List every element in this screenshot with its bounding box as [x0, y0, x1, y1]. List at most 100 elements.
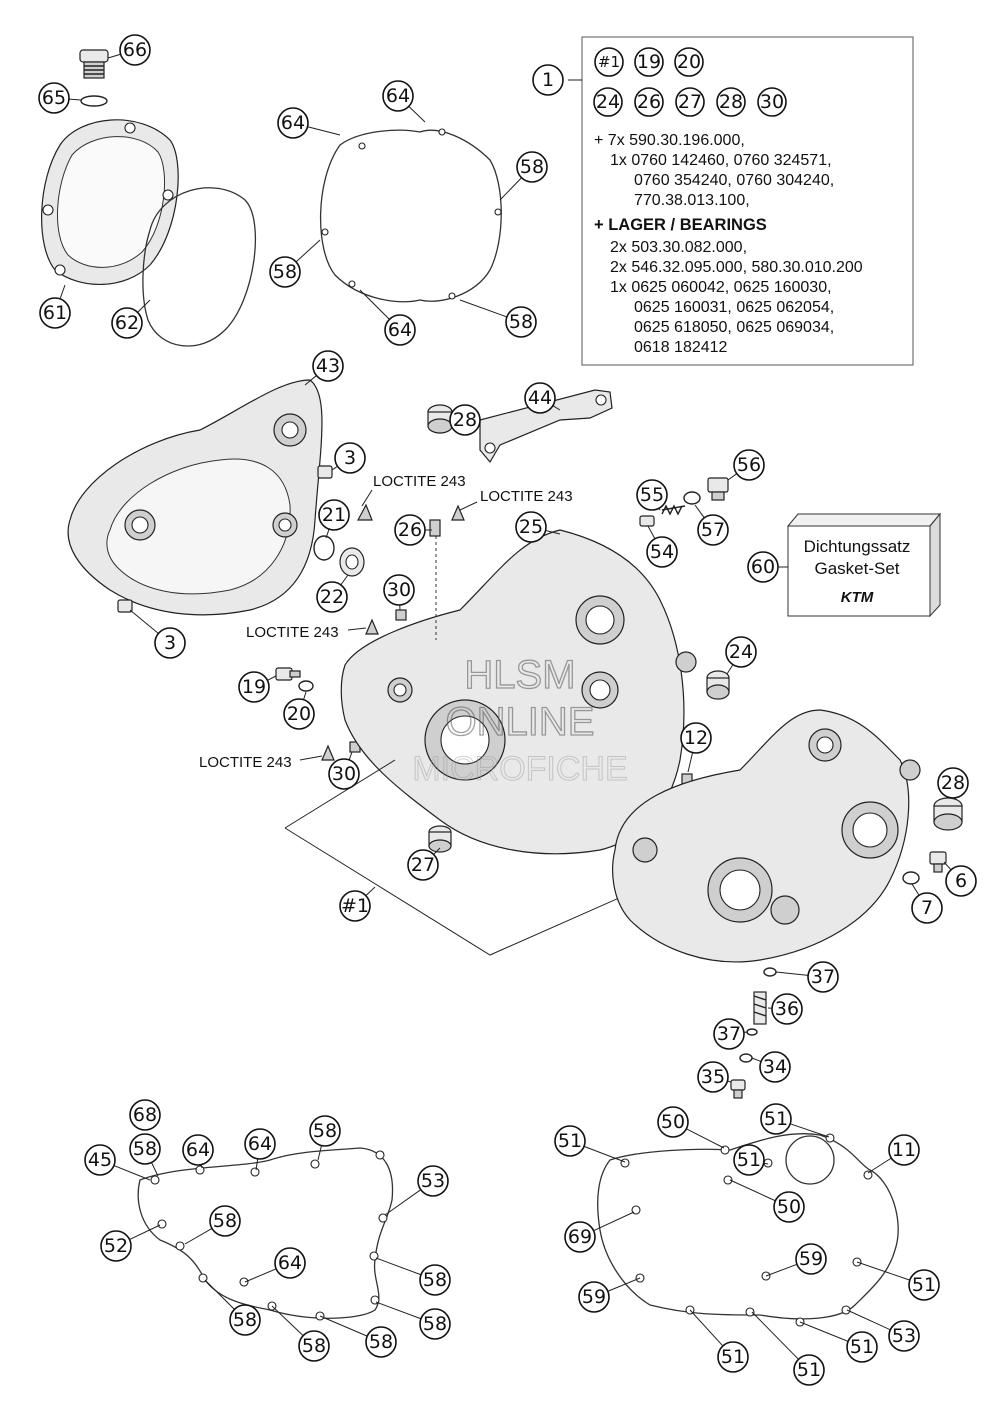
- callout-leader: [647, 525, 656, 540]
- callout-leader: [583, 1145, 626, 1163]
- callout-label: 22: [320, 586, 344, 608]
- info-box-ref-row-2: 24 26 27 28 30: [593, 87, 787, 117]
- callout-leader: [319, 1315, 368, 1337]
- info-line-4: 770.38.013.100,: [634, 192, 750, 209]
- callout-leader: [137, 299, 151, 313]
- washer-20: [298, 680, 314, 692]
- callout-label: 58: [313, 1120, 337, 1142]
- callout-52: 52: [100, 1224, 161, 1262]
- callout-label: 58: [520, 156, 544, 178]
- callout-circle: [309, 1115, 341, 1147]
- callout-label: 69: [568, 1226, 592, 1248]
- callout-label: 7: [921, 897, 933, 919]
- callout-circle: [365, 1326, 397, 1358]
- callout-label: 58: [133, 1138, 157, 1160]
- callout-circle: [578, 1281, 610, 1313]
- callout-circle: [129, 1133, 161, 1165]
- gasket-set-line-1: Dichtungssatz: [804, 537, 911, 556]
- info-line-10: 0625 618050, 0625 069034,: [634, 319, 834, 336]
- callout-label: 68: [133, 1104, 157, 1126]
- callout-circle: [312, 350, 344, 382]
- callout-circle: [717, 1341, 749, 1373]
- callout-34: 34: [751, 1051, 791, 1083]
- callout-label: 62: [115, 312, 139, 334]
- callout-leader: [375, 1301, 422, 1320]
- loctite-note-1-text: LOCTITE 243: [373, 473, 466, 490]
- callout-51: 51: [760, 1103, 830, 1138]
- callout-leader: [607, 1277, 641, 1292]
- ktm-logo: KTM: [841, 589, 874, 606]
- info-line-11: 0618 182412: [634, 339, 728, 356]
- callout-circle: [760, 1103, 792, 1135]
- callout-53: 53: [384, 1165, 449, 1216]
- callout-label: 53: [892, 1325, 916, 1347]
- callout-circle: [269, 256, 301, 288]
- watermark-line-3: MICROFICHE: [412, 750, 627, 788]
- watermark: HLSM ONLINE MICROFICHE: [412, 652, 628, 788]
- washer-57: [683, 491, 701, 505]
- callout-label: 51: [764, 1108, 788, 1130]
- callout-27: 27: [407, 847, 441, 881]
- callout-leader: [107, 53, 121, 59]
- crankcase-right-half: [612, 709, 921, 963]
- bushing-28a: [427, 404, 453, 434]
- loctite-note-2: LOCTITE 243: [459, 488, 573, 511]
- bushing-24: [706, 670, 730, 700]
- callout-leader: [499, 177, 522, 201]
- callout-circle: [807, 961, 839, 993]
- callout-53: 53: [846, 1309, 920, 1352]
- callout-58: 58: [184, 1205, 241, 1245]
- callout-leader: [911, 883, 920, 896]
- callout-61: 61: [39, 284, 71, 329]
- info-line-6: 2x 503.30.082.000,: [610, 239, 747, 256]
- callout-circle: [119, 34, 151, 66]
- callout-label: 50: [661, 1111, 685, 1133]
- callout-circle: [449, 404, 481, 436]
- outer-clutch-cover: [41, 119, 179, 286]
- callout-leader: [317, 1145, 322, 1161]
- callout-label: 3: [344, 447, 356, 469]
- plug-6: [929, 851, 947, 873]
- callout-label: 51: [912, 1274, 936, 1296]
- callout-69: 69: [564, 1211, 635, 1253]
- ref-19: 19: [637, 51, 661, 73]
- callout-64: 64: [359, 289, 416, 346]
- callout-58: 58: [271, 1305, 330, 1362]
- callout-circle: [277, 107, 309, 139]
- callout-leader: [867, 1157, 892, 1174]
- callout-leader: [765, 1263, 798, 1277]
- callout-leader: [729, 1179, 776, 1202]
- callout-leader: [340, 574, 349, 586]
- callout-circle: [244, 1128, 276, 1160]
- oil-pump-cover-22: [339, 547, 365, 577]
- gasket-set-box: Dichtungssatz Gasket-Set KTM: [786, 512, 942, 618]
- ref-30: 30: [760, 91, 784, 113]
- callout-label: 59: [582, 1286, 606, 1308]
- callout-label: 27: [411, 854, 435, 876]
- callout-leader: [129, 609, 159, 634]
- watermark-line-1: HLSM: [464, 653, 575, 697]
- washer-7: [902, 871, 920, 885]
- callout-label: 28: [941, 772, 965, 794]
- callout-label: 61: [43, 302, 67, 324]
- plug-56: [707, 477, 729, 501]
- callout-leader: [751, 1311, 799, 1360]
- callout-leader: [459, 299, 508, 318]
- callout-leader: [204, 1279, 235, 1310]
- callout-circle: [382, 80, 414, 112]
- callout-label: #1: [341, 895, 369, 917]
- callout-label: 58: [423, 1269, 447, 1291]
- callout-50: 50: [657, 1106, 725, 1149]
- callout-leader: [307, 126, 341, 136]
- callout-36: 36: [767, 993, 803, 1025]
- callout-64: 64: [244, 1128, 276, 1171]
- callout-label: 30: [387, 579, 411, 601]
- callout-leader: [325, 529, 330, 539]
- callout-leader: [184, 1228, 213, 1245]
- callout-label: 35: [701, 1066, 725, 1088]
- callout-21: 21: [318, 499, 350, 539]
- callout-circle: [383, 574, 415, 606]
- callout-64: 64: [244, 1247, 306, 1283]
- callout-leader: [790, 1123, 830, 1138]
- callout-leader: [348, 751, 353, 761]
